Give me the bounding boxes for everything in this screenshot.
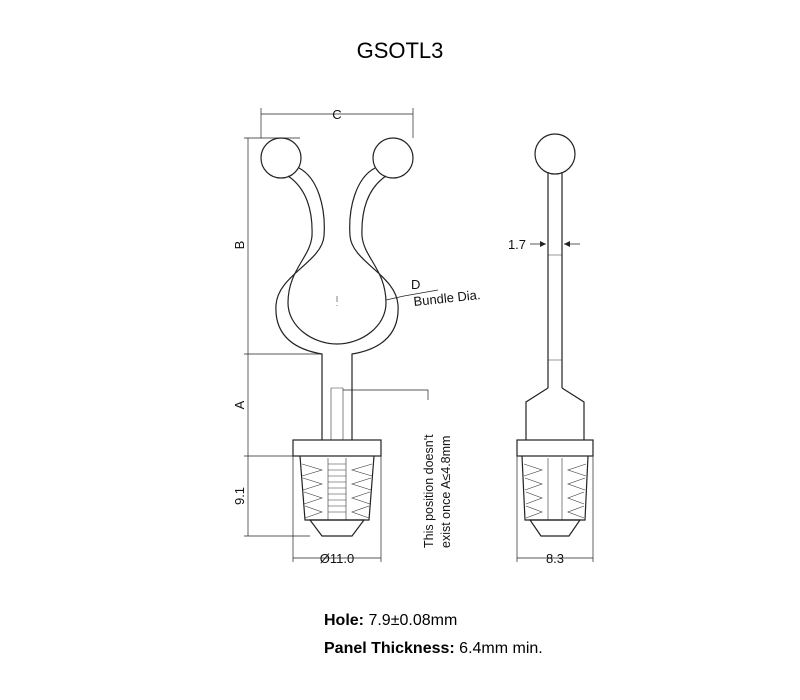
dim-17-label: 1.7 xyxy=(508,237,526,252)
side-view: 1.7 8.3 xyxy=(508,133,594,566)
panel-spec: Panel Thickness: 6.4mm min. xyxy=(324,640,543,658)
dim-d-leader xyxy=(385,289,439,301)
dim-c-label: C xyxy=(332,107,341,122)
side-fins xyxy=(523,458,587,520)
dim-dia-lines xyxy=(292,456,382,562)
right-ball-tip xyxy=(372,137,414,179)
side-stem xyxy=(547,172,563,388)
dim-83-label: 8.3 xyxy=(546,551,564,566)
dim-91-label: 9.1 xyxy=(232,487,247,505)
dim-b-lines xyxy=(244,137,322,355)
hole-spec-value: 7.9±0.08mm xyxy=(364,612,458,629)
note-line-2: exist once A≤4.8mm xyxy=(439,436,453,548)
panel-spec-label: Panel Thickness: xyxy=(324,640,455,657)
clip-body-inner xyxy=(287,175,387,345)
dim-17-arrows xyxy=(540,241,570,247)
dim-a-lines xyxy=(244,354,293,457)
front-view: C B A 9.1 D Bundle Dia. Ø11.0 xyxy=(232,107,481,566)
dim-dia-label: Ø11.0 xyxy=(320,551,354,566)
clip-body-outer xyxy=(275,167,399,440)
side-ball-tip xyxy=(534,133,576,175)
drawing-title: GSOTL3 xyxy=(356,38,444,63)
side-tip xyxy=(528,519,582,537)
hole-spec: Hole: 7.9±0.08mm xyxy=(324,612,457,630)
side-collar xyxy=(525,387,585,440)
neck-slot xyxy=(330,387,344,440)
left-fins xyxy=(301,463,324,519)
side-flange xyxy=(516,439,594,457)
dim-a-label: A xyxy=(232,400,247,409)
dim-83-lines xyxy=(516,456,594,562)
flange-plate xyxy=(292,439,382,457)
panel-spec-value: 6.4mm min. xyxy=(454,640,543,657)
side-stem-marks xyxy=(548,254,562,361)
left-ball-tip xyxy=(260,137,302,179)
note-leader xyxy=(343,389,429,400)
dim-bundle-label: Bundle Dia. xyxy=(413,287,481,309)
dim-c-lines xyxy=(260,108,414,138)
center-spring xyxy=(327,458,347,520)
dim-b-label: B xyxy=(232,241,247,250)
tip xyxy=(308,519,366,537)
note-line-1: This position doesn't xyxy=(422,434,436,548)
dim-d-label: D xyxy=(411,277,420,292)
hole-spec-label: Hole: xyxy=(324,612,364,629)
right-fins xyxy=(350,463,373,519)
side-body xyxy=(521,455,589,521)
dim-91-lines xyxy=(244,456,310,537)
